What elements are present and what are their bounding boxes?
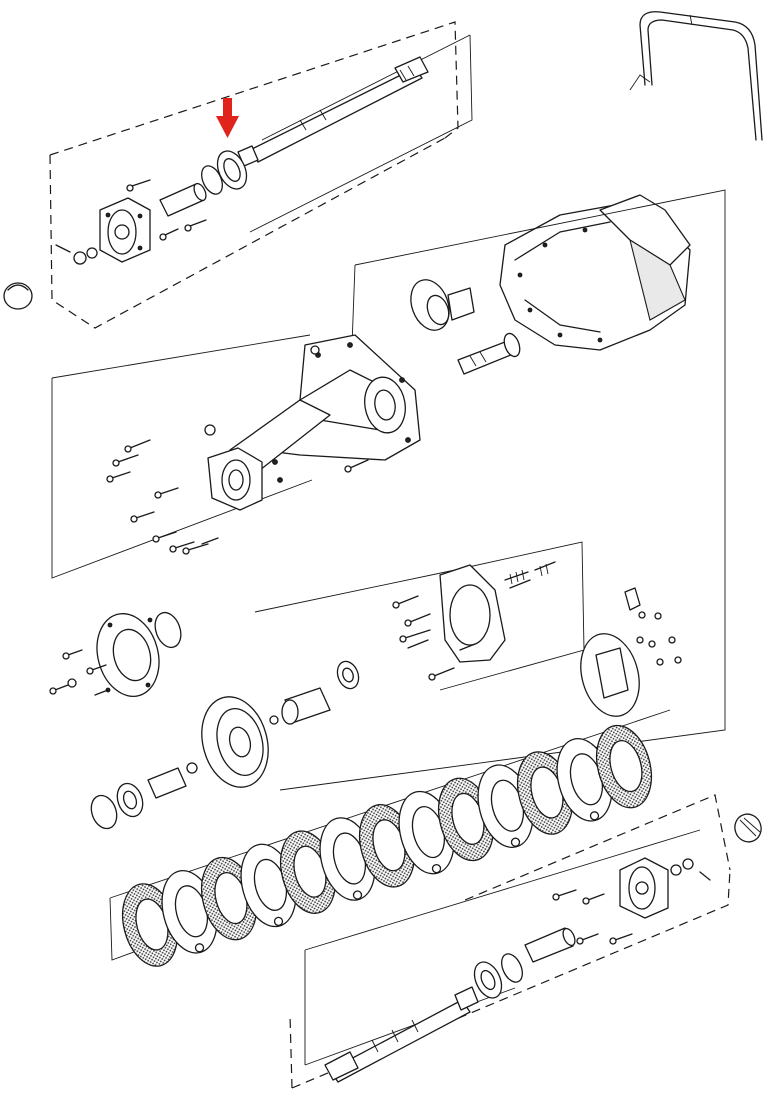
lower-axle-group xyxy=(289,794,762,1089)
hub-bolts xyxy=(126,179,207,241)
upper-axle-shaft xyxy=(237,56,429,167)
lower-leader-frame xyxy=(304,829,701,1066)
cover-bolts xyxy=(49,649,109,696)
differential-cover xyxy=(96,611,182,697)
brake-springs xyxy=(504,561,556,589)
friction-plate-stack xyxy=(121,633,653,967)
brake-bolts xyxy=(392,595,476,681)
lower-spacer-tube xyxy=(524,927,576,963)
axle-nut xyxy=(55,244,98,265)
brake-cover-plate xyxy=(439,564,506,663)
transmission-case xyxy=(499,194,691,351)
brake-leader-frame xyxy=(254,541,585,691)
lower-axle-shaft xyxy=(324,986,479,1083)
upper-leader-frame xyxy=(249,34,473,233)
case-leader-frame xyxy=(51,189,726,791)
spring-and-pins xyxy=(624,587,682,666)
lower-bearing xyxy=(473,961,503,999)
upper-dashed-frame xyxy=(49,21,459,329)
lower-hub-bolts xyxy=(552,889,633,945)
cable-hose xyxy=(629,11,763,141)
pressure-plate xyxy=(580,633,640,717)
separator-plate xyxy=(161,870,218,954)
down-arrow-icon xyxy=(216,98,239,138)
dust-cap xyxy=(3,282,33,310)
main-housing xyxy=(207,334,421,511)
lower-dust-cap xyxy=(734,813,762,843)
input-gear xyxy=(410,279,475,331)
lower-hub-flange xyxy=(619,857,669,919)
snap-ring xyxy=(201,165,223,195)
pinion-gear xyxy=(281,687,331,725)
lower-snap-ring xyxy=(501,953,523,983)
housing-bolts xyxy=(106,345,369,555)
ring-gear xyxy=(201,696,279,788)
seal xyxy=(336,660,360,690)
friction-plate xyxy=(595,724,653,809)
upper-axle-group xyxy=(3,21,473,329)
diff-bearing xyxy=(90,762,198,830)
spacer-tube xyxy=(159,182,207,217)
hub-flange xyxy=(99,197,151,263)
input-shaft xyxy=(457,332,521,375)
lower-axle-nut xyxy=(670,858,711,881)
